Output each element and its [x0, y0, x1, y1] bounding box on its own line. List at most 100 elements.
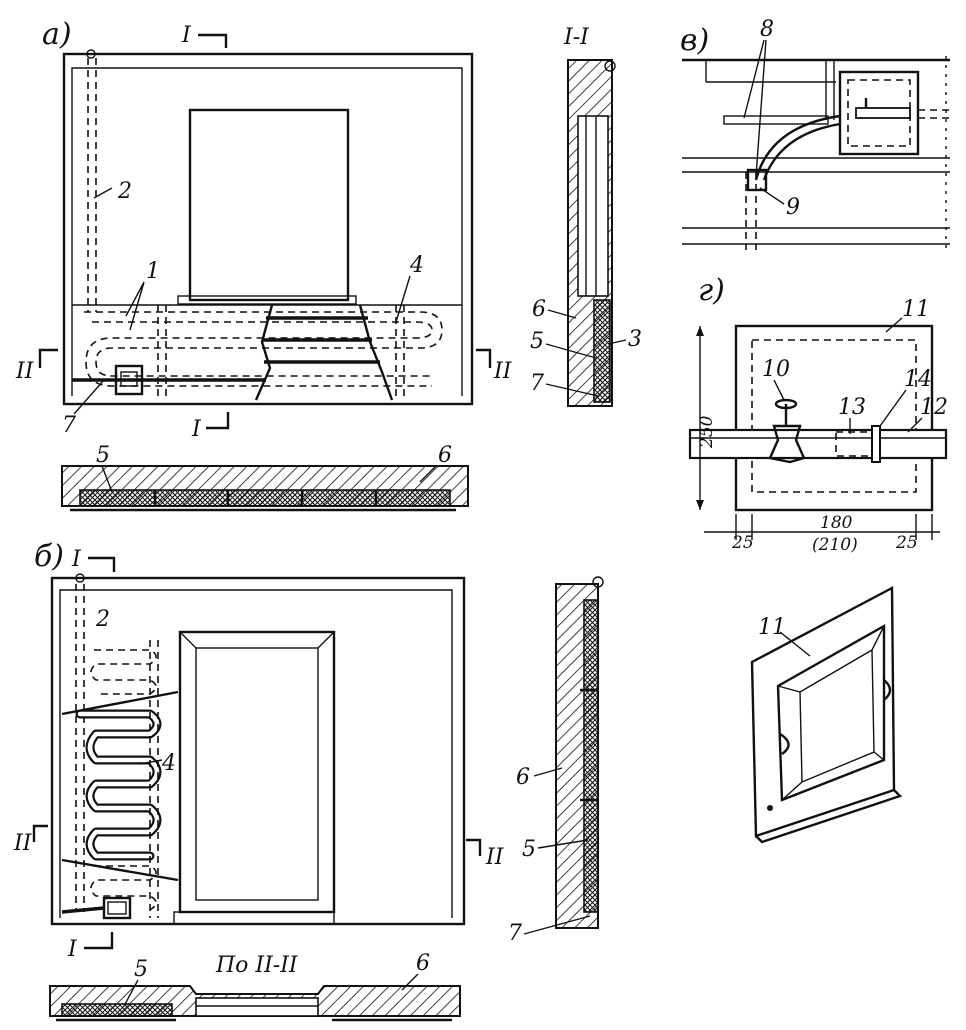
panel-b-leader-4 [139, 759, 163, 765]
panel-g-callout-10: 10 [762, 357, 790, 382]
panel-a-cutaway-break [254, 304, 394, 401]
panel-g-valve-body [768, 424, 806, 464]
panel-b-insulation-strip [61, 1003, 173, 1017]
panel-b-cutaway-break [61, 690, 179, 882]
panel-a-windowsill [177, 295, 357, 305]
panel-a-label: a) [42, 17, 72, 52]
panel-g-coupling [871, 425, 881, 463]
panel-a-window-opening [188, 108, 350, 302]
panel-a-section-I-bottom-arrow [206, 412, 230, 430]
panel-a-plan-leader-6 [419, 465, 437, 483]
panel-g-callout-11: 11 [902, 297, 930, 322]
panel-b-section-II-right: II [485, 845, 505, 870]
section-b-callout-6: 6 [516, 765, 530, 790]
panel-g-dim-width: 180 [820, 513, 853, 533]
panel-a-leader-4 [395, 275, 411, 323]
panel-b-plan-section: По II-II 5 6 [49, 951, 461, 1022]
panel-a-plan-callout-5: 5 [96, 443, 110, 468]
panel-a-section-I-bottom: I [191, 417, 202, 442]
panel-v-callout-8: 8 [760, 17, 774, 42]
panel-a-valve [120, 371, 138, 387]
panel-b-section-II-left-arrow [32, 824, 48, 842]
panel-b-wall-outline [50, 576, 466, 926]
section-b-leader-6 [533, 767, 563, 777]
section-I-I-callout-6: 6 [532, 297, 546, 322]
panel-g-dim-side-right: 25 [895, 533, 918, 553]
panel-b-plan-leader-5 [123, 979, 139, 1007]
niche-frame-leader-11 [779, 631, 811, 657]
panel-a-air-vent [86, 49, 96, 59]
niche-frame-screw-hole [767, 805, 773, 811]
panel-b-plan-title: По II-II [215, 953, 299, 978]
panel-b-door-bevel [179, 631, 335, 649]
panel-b-threshold [173, 911, 335, 925]
panel-a-leader-2 [93, 187, 113, 199]
panel-b-callout-4: 4 [161, 751, 176, 776]
panel-b-valve [107, 901, 127, 915]
section-b-leader-7 [523, 915, 591, 935]
section-I-I-window [577, 115, 609, 297]
panel-v-leader-8b [755, 39, 767, 177]
panel-b-section-I-top: I [71, 547, 82, 572]
panel-a-section-II-right-arrow [476, 348, 492, 368]
panel-b-door-opening [195, 647, 319, 901]
panel-b-air-vent [75, 573, 85, 583]
section-I-I-b: 6 5 7 [508, 576, 604, 946]
niche-frame-isometric: 11 [750, 586, 903, 844]
panel-g-dim-width-alt: (210) [812, 535, 858, 555]
panel-b-inner-edge [59, 589, 453, 918]
panel-b-plan-callout-6: 6 [416, 951, 430, 976]
panel-g-callout-12: 12 [920, 395, 948, 420]
section-b-callout-5: 5 [522, 837, 536, 862]
section-b-heating-panel [583, 599, 599, 913]
panel-a-inner-edge [71, 67, 463, 396]
section-b-air-vent [592, 576, 604, 588]
panel-a-section-II-left: II [15, 359, 35, 384]
panel-a-front-view: a) I I II II 2 1 [15, 17, 513, 442]
panel-g-dim-height: 250 [697, 415, 717, 449]
panel-g-dim-side-left: 25 [731, 533, 754, 553]
panel-b-valve-box [102, 896, 132, 920]
section-I-I-leader-6 [547, 309, 577, 319]
panel-g-leader-14 [879, 389, 907, 427]
panel-v-leader-8a [743, 39, 765, 119]
panel-g-leader-10 [773, 379, 785, 401]
section-I-I-title: I-I [563, 25, 590, 50]
panel-b-door-gap [195, 997, 319, 1017]
panel-a-wall-outline [62, 52, 474, 406]
niche-frame-plate-edge [755, 789, 903, 844]
panel-a-plan-section: 5 6 [61, 443, 469, 512]
panel-g-frame-outer [734, 324, 934, 512]
niche-frame-bevels [777, 625, 885, 801]
panel-g-callout-14: 14 [904, 367, 932, 392]
panel-a-section-I-top: I [181, 23, 192, 48]
panel-v-flexible-hose-2 [762, 122, 841, 181]
niche-frame-notch-right [883, 679, 892, 701]
panel-b-section-II-right-arrow [466, 838, 482, 856]
panel-g-niche-detail: г) 250 25 180 (210) 25 11 10 13 14 12 [688, 273, 948, 555]
panel-b-supply-pipe [61, 906, 105, 914]
panel-v-detail: в) 8 9 [680, 17, 950, 250]
panel-v-valve-pipe [855, 107, 911, 119]
section-I-I-callout-5: 5 [530, 329, 544, 354]
panel-v-bracket [723, 115, 829, 125]
section-b-leader-5 [537, 839, 589, 849]
panel-b-heating-coil-inner [77, 711, 160, 859]
panel-a-callout-1: 1 [146, 259, 160, 284]
panel-a-section-I-top-arrow [198, 33, 228, 48]
panel-b-door-frame [178, 630, 336, 914]
panel-b-section-I-bottom: I [67, 937, 78, 962]
panel-b-front-view: б) I I II II 2 4 [13, 539, 505, 962]
panel-b-section-II-left: II [13, 831, 33, 856]
panel-g-callout-13: 13 [838, 395, 866, 420]
section-I-I-leader-5 [545, 343, 597, 359]
panel-a-leader-7 [73, 379, 105, 415]
panel-a-valve-box [114, 364, 144, 396]
panel-v-niche-inner [847, 79, 911, 147]
niche-frame-inner-rim [799, 648, 875, 784]
panel-g-leader-12 [907, 417, 923, 433]
panel-a-plan-callout-6: 6 [438, 443, 452, 468]
panel-g-pipe [688, 428, 948, 460]
panel-b-coil-dashed-bottom [90, 865, 157, 911]
panel-a-heating-coil [84, 311, 443, 377]
